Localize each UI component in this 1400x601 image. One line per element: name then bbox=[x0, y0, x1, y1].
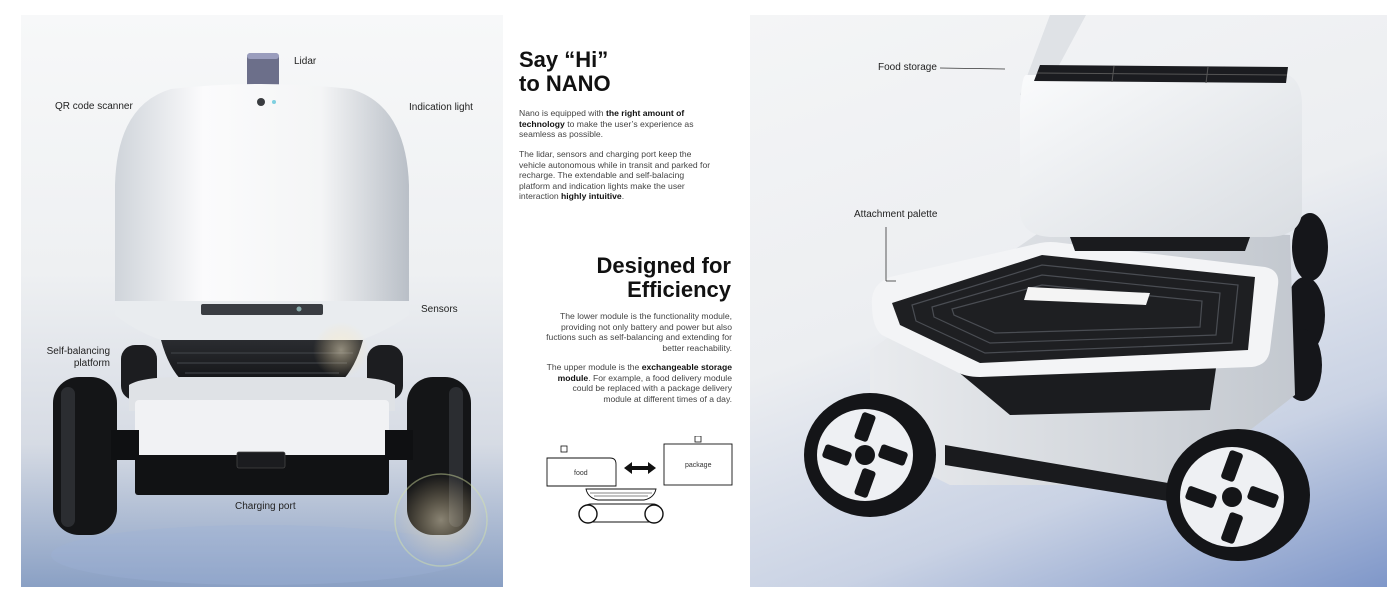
robot-angle-illustration bbox=[804, 15, 1328, 561]
callout-lidar: Lidar bbox=[294, 56, 317, 67]
callout-qr-code-scanner: QR code scanner bbox=[55, 101, 133, 112]
p3-bold: exchangeable storage module bbox=[557, 362, 732, 383]
section-say-hi-title-1: Say “Hi” bbox=[519, 47, 609, 72]
callout-self-balancing-line2: platform bbox=[73, 358, 110, 369]
diagram-package-label: package bbox=[685, 462, 712, 469]
section-say-hi-title-2: to NANO bbox=[519, 71, 611, 96]
diagram-food-label: food bbox=[574, 470, 588, 477]
section-efficiency-paragraph-1: The lower module is the functionality mo… bbox=[546, 311, 732, 353]
section-efficiency-paragraph-2: The upper module is the exchangeable sto… bbox=[545, 362, 732, 404]
p3-text: The upper module is the bbox=[546, 362, 642, 372]
section-efficiency-title-2: Efficiency bbox=[627, 277, 731, 302]
callout-sensors: Sensors bbox=[421, 304, 458, 315]
callout-attachment-palette: Attachment palette bbox=[854, 209, 938, 220]
callout-food-storage: Food storage bbox=[878, 62, 937, 73]
angle-view-render bbox=[750, 15, 1387, 587]
robot-front-illustration bbox=[51, 53, 488, 585]
section-efficiency: Designed for Efficiency bbox=[560, 254, 731, 302]
callout-indication-light: Indication light bbox=[409, 102, 473, 113]
section-say-hi: Say “Hi” to NANO bbox=[519, 48, 611, 96]
p2-bold: highly intuitive bbox=[561, 191, 622, 202]
p1-text: Nano is equipped with bbox=[519, 108, 606, 118]
section-say-hi-paragraph-2: The lidar, sensors and charging port kee… bbox=[519, 149, 711, 202]
module-swap-diagram: food package bbox=[540, 435, 740, 528]
section-efficiency-title-1: Designed for bbox=[596, 253, 731, 278]
section-say-hi-paragraph-1: Nano is equipped with the right amount o… bbox=[519, 108, 714, 140]
callout-charging-port: Charging port bbox=[235, 501, 296, 512]
p2-text: The lidar, sensors and charging port kee… bbox=[519, 149, 711, 202]
front-view-render bbox=[21, 15, 503, 587]
module-diagram-drawing bbox=[546, 435, 733, 524]
callout-self-balancing-platform: Self-balancing platform bbox=[40, 346, 110, 370]
p2-text-end: . bbox=[621, 191, 625, 202]
p1-bold: the right amount of technology bbox=[519, 108, 685, 129]
p3-text-end: . For example, a food delivery module co… bbox=[572, 372, 732, 404]
callout-self-balancing-line1: Self-balancing bbox=[46, 346, 110, 357]
p1-text-end: to make the user’s experience as seamles… bbox=[519, 118, 694, 140]
